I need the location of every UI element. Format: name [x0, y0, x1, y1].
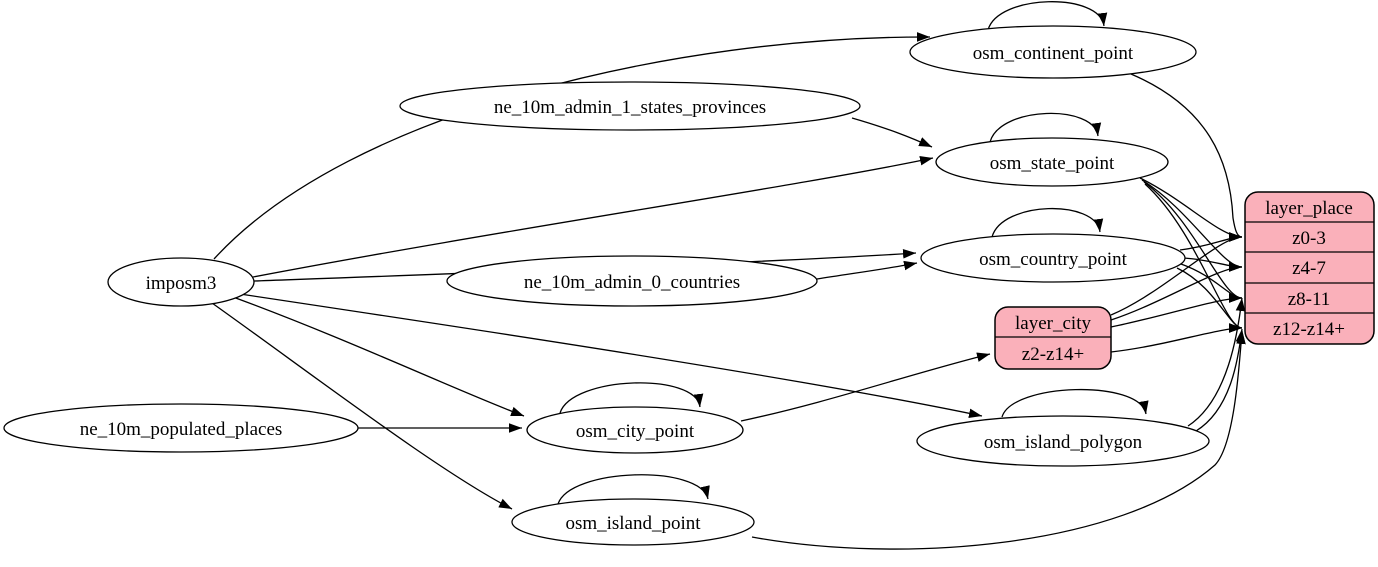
edge-osm-island-polygon-to-layer-place-z12-z14	[1195, 328, 1246, 432]
edge-imposm3-to-osm-island-polygon	[239, 293, 983, 419]
node-ne-10m-admin-1-states-provinces: ne_10m_admin_1_states_provinces	[399, 81, 861, 131]
record-layer-city: layer_city z2-z14+	[994, 306, 1112, 370]
record-layer-place: layer_place z0-3 z4-7 z8-11 z12-z14+	[1244, 191, 1375, 345]
record-layer-place-title: layer_place	[1265, 198, 1353, 219]
node-imposm3-label: imposm3	[146, 273, 217, 294]
edge-ne-10m-admin-1-to-osm-state-point	[851, 117, 933, 148]
edge-osm-island-polygon-to-layer-place-z8-11	[1187, 297, 1246, 427]
node-osm-island-point: osm_island_point	[511, 498, 755, 546]
node-osm-state-point: osm_state_point	[935, 137, 1169, 187]
node-ne-10m-admin-0-shape	[446, 255, 818, 307]
edge-osm-country-point-to-layer-place-z4-7	[1183, 257, 1243, 272]
node-ne-10m-admin-0-countries: ne_10m_admin_0_countries	[446, 255, 818, 307]
node-ne-10m-admin-1-label: ne_10m_admin_1_states_provinces	[494, 97, 766, 118]
node-osm-state-point-label: osm_state_point	[990, 153, 1115, 174]
node-osm-continent-point: osm_continent_point	[909, 25, 1197, 79]
node-ne-10m-admin-1-shape	[399, 81, 861, 131]
self-loop-osm-island-polygon	[1001, 388, 1149, 418]
record-layer-place-row-z4-7: z4-7	[1292, 258, 1326, 279]
record-layer-city-title: layer_city	[1015, 313, 1091, 334]
node-osm-country-point-label: osm_country_point	[979, 249, 1127, 270]
node-osm-continent-point-shape	[909, 25, 1197, 79]
edge-layer-city-to-layer-place-z12-z14	[1110, 323, 1243, 353]
node-osm-continent-point-label: osm_continent_point	[973, 43, 1134, 64]
record-layer-city-row-z2-z14: z2-z14+	[1022, 344, 1084, 365]
record-layer-place-row-z0-3: z0-3	[1292, 228, 1326, 249]
edge-osm-island-point-to-layer-place-z12-z14	[751, 330, 1246, 550]
edge-imposm3-to-osm-state-point	[252, 155, 934, 278]
node-imposm3-shape	[107, 257, 255, 307]
node-osm-city-point-shape	[526, 406, 744, 454]
edge-osm-state-point-to-layer-place-z0-3	[1139, 177, 1243, 242]
node-ne-10m-populated-places: ne_10m_populated_places	[3, 403, 359, 453]
record-layer-city-shape	[994, 306, 1112, 370]
node-ne-10m-populated-places-shape	[3, 403, 359, 453]
node-osm-island-point-shape	[511, 498, 755, 546]
edge-imposm3-to-osm-city-point	[232, 296, 525, 417]
record-layer-place-row-z12-z14: z12-z14+	[1273, 319, 1345, 340]
edge-imposm3-to-osm-continent-point	[213, 32, 931, 260]
nodes: imposm3 ne_10m_admin_1_states_provinces …	[3, 25, 1210, 546]
record-layer-place-row-z8-11: z8-11	[1288, 289, 1331, 310]
node-osm-city-point-label: osm_city_point	[576, 421, 695, 442]
edge-imposm3-to-osm-island-point	[211, 302, 513, 510]
node-osm-state-point-shape	[935, 137, 1169, 187]
self-loop-osm-city-point	[559, 382, 704, 414]
node-osm-city-point: osm_city_point	[526, 406, 744, 454]
edge-layer-city-to-layer-place-z4-7	[1110, 262, 1243, 321]
node-osm-island-polygon-label: osm_island_polygon	[984, 432, 1143, 453]
self-loop-osm-continent-point	[987, 1, 1108, 31]
self-loop-osm-country-point	[991, 207, 1104, 238]
edge-layer-city-to-layer-place-z8-11	[1110, 293, 1243, 328]
node-osm-country-point: osm_country_point	[920, 233, 1186, 283]
node-osm-island-point-label: osm_island_point	[565, 513, 701, 534]
edge-osm-city-point-to-layer-city	[740, 352, 991, 422]
node-imposm3: imposm3	[107, 257, 255, 307]
node-osm-island-polygon-shape	[916, 415, 1210, 467]
node-ne-10m-admin-0-label: ne_10m_admin_0_countries	[524, 272, 740, 293]
edges	[211, 1, 1246, 550]
self-loop-osm-island-point	[557, 474, 710, 505]
node-osm-country-point-shape	[920, 233, 1186, 283]
edge-layer-city-to-layer-place-z0-3	[1110, 232, 1243, 316]
edge-ne-10m-admin-0-to-osm-country-point	[816, 260, 918, 280]
self-loop-osm-state-point	[989, 112, 1102, 143]
record-layer-place-shape	[1244, 191, 1375, 345]
node-osm-island-polygon: osm_island_polygon	[916, 415, 1210, 467]
node-ne-10m-populated-places-label: ne_10m_populated_places	[80, 419, 283, 440]
